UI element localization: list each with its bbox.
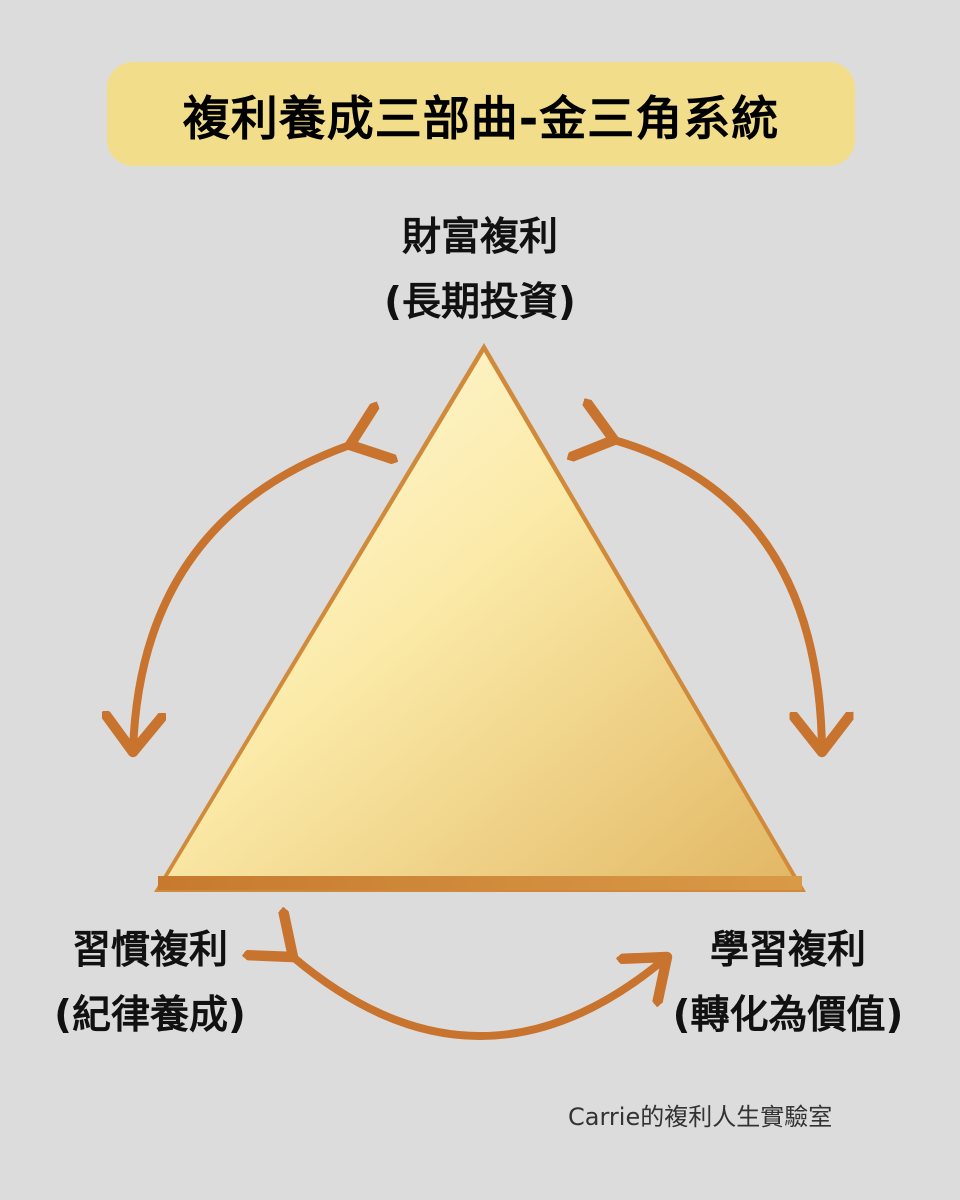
title-banner: 複利養成三部曲-金三角系統 [107, 62, 855, 166]
footer-credit: Carrie的複利人生實驗室 [568, 1103, 833, 1131]
node-subtitle: (轉化為價值) [672, 993, 904, 1038]
node-title: 財富複利 [401, 215, 558, 260]
page-title: 複利養成三部曲-金三角系統 [182, 91, 780, 147]
node-title: 學習複利 [709, 928, 866, 973]
node-subtitle: (紀律養成) [54, 993, 246, 1038]
node-wealth-compounding: 財富複利 (長期投資) [320, 205, 640, 335]
node-habit-compounding: 習慣複利 (紀律養成) [0, 918, 310, 1048]
node-title: 習慣複利 [71, 928, 228, 973]
arrow-top-right [614, 440, 822, 752]
gold-triangle [154, 343, 806, 892]
arrow-bottom [293, 957, 667, 1040]
node-subtitle: (長期投資) [384, 280, 576, 325]
arrow-top-left [133, 445, 350, 752]
node-learning-compounding: 學習複利 (轉化為價值) [628, 918, 948, 1048]
